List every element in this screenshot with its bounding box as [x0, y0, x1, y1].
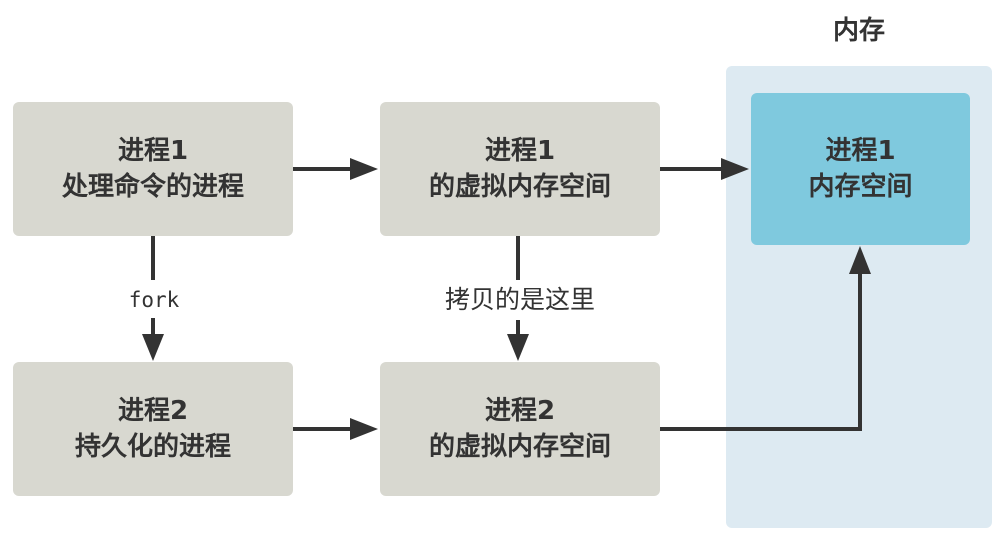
box-line2: 内存空间	[808, 172, 913, 202]
process2-persistence-box: 进程2 持久化的进程	[13, 362, 293, 496]
arrow-p2-process-to-p2-virtual	[293, 418, 378, 440]
arrow-copy	[507, 236, 529, 361]
memory-title: 内存	[832, 16, 885, 46]
box-line2: 处理命令的进程	[61, 172, 244, 202]
fork-label: fork	[118, 286, 190, 314]
process1-memory-space-box: 进程1 内存空间	[751, 93, 970, 245]
box-line2: 的虚拟内存空间	[428, 432, 611, 462]
process1-command-box: 进程1 处理命令的进程	[13, 102, 293, 236]
arrow-p2-virtual-to-p1-memory	[660, 246, 871, 431]
arrow-p1-virtual-to-p1-memory	[660, 158, 749, 180]
box-line2: 的虚拟内存空间	[428, 172, 611, 202]
arrow-fork	[142, 236, 164, 361]
box-line2: 持久化的进程	[74, 432, 231, 462]
box-line1: 进程2	[117, 396, 189, 426]
arrow-p1-process-to-p1-virtual	[293, 158, 378, 180]
box-line1: 进程1	[484, 136, 556, 166]
process1-virtual-memory-box: 进程1 的虚拟内存空间	[380, 102, 660, 236]
box-line1: 进程1	[825, 136, 896, 166]
copy-label: 拷贝的是这里	[428, 284, 612, 316]
box-line1: 进程1	[117, 136, 189, 166]
process2-virtual-memory-box: 进程2 的虚拟内存空间	[380, 362, 660, 496]
box-line1: 进程2	[484, 396, 556, 426]
